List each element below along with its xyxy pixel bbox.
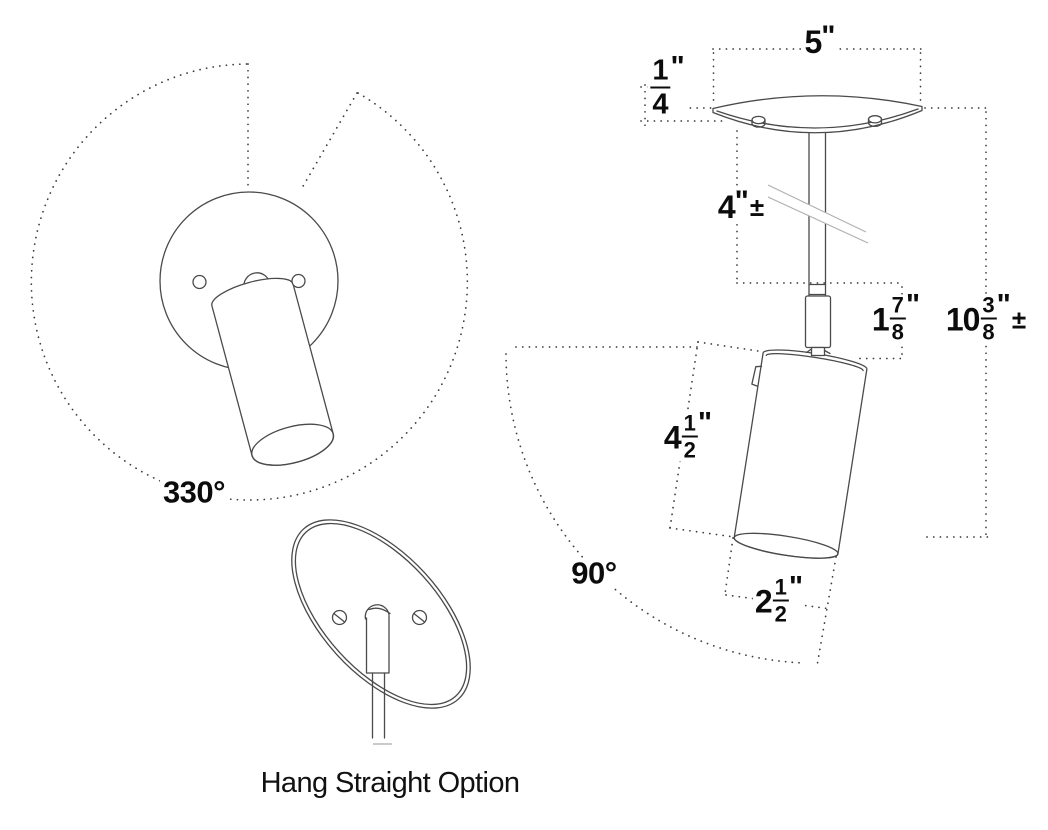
- dim-head-diameter-label: 2 1 2 ": [752, 572, 806, 627]
- dim-value: 4: [663, 419, 682, 455]
- unit-mark: ": [697, 406, 713, 440]
- rotation-angle-label: 330°: [159, 476, 229, 508]
- tilt-angle-label: 90°: [568, 557, 620, 589]
- swivel-ball-seam: [368, 607, 391, 615]
- denominator: 2: [774, 601, 787, 627]
- stem-coupler: [808, 283, 827, 296]
- denominator: 2: [683, 437, 696, 463]
- head-aperture: [733, 532, 839, 559]
- dim-tick: [669, 527, 735, 538]
- rotation-arc: [30, 63, 469, 501]
- dim-value: 4: [717, 189, 736, 225]
- fraction: 1 2: [681, 410, 698, 463]
- dim-value: 2: [754, 583, 773, 619]
- dim-value: 1: [871, 301, 890, 337]
- unit-mark: ": [821, 20, 836, 53]
- dim-ext-head-left: [724, 537, 734, 595]
- dim-ext-head-right: [816, 556, 837, 667]
- screw-slot: [333, 613, 345, 623]
- mounting-screw: [751, 115, 766, 128]
- fraction: 7 8: [889, 292, 906, 345]
- swivel-sleeve: [804, 295, 832, 349]
- dim-stem-length-label: 4"±: [715, 187, 767, 225]
- dim-knuckle-height-label: 1 7 8 ": [869, 290, 923, 345]
- screw-slot: [413, 613, 425, 623]
- swivel-neck: [810, 346, 826, 357]
- set-screw: [751, 365, 763, 387]
- unit-mark: ": [996, 288, 1011, 322]
- numerator: 1: [772, 574, 789, 602]
- denominator: 4: [652, 88, 669, 121]
- unit-mark: ": [788, 570, 804, 604]
- dim-overall-height-label: 10 3 8 "±: [943, 290, 1029, 345]
- canopy-rim: [716, 108, 919, 129]
- head-cylinder: [733, 349, 868, 559]
- numerator: 1: [681, 410, 698, 438]
- mounting-screw: [192, 274, 207, 290]
- unit-mark: ": [734, 185, 749, 218]
- screw-body: [751, 119, 766, 128]
- head-cylinder-top: [211, 277, 335, 466]
- dim-tick: [697, 341, 759, 352]
- head-rim: [765, 353, 864, 372]
- dim-head-length-label: 4 1 2 ": [661, 408, 715, 463]
- swivel-ball: [364, 604, 390, 620]
- dim-value: 5: [804, 24, 822, 60]
- unit-mark: ": [905, 288, 921, 322]
- screw-head: [867, 115, 883, 124]
- hang-straight-caption: Hang Straight Option: [258, 766, 522, 799]
- denominator: 8: [891, 319, 904, 345]
- fraction: 1 4: [650, 54, 671, 121]
- side-view: [712, 95, 923, 559]
- break-symbol: [767, 184, 869, 244]
- fraction: 3 8: [980, 292, 997, 345]
- dim-canopy-thickness-label: 1 4 ": [647, 52, 687, 121]
- canopy-plate-tilted: [291, 519, 471, 709]
- mounting-screw: [291, 273, 306, 289]
- hang-straight-view: [291, 519, 471, 745]
- screw-head: [751, 115, 766, 125]
- screw-body: [867, 118, 883, 128]
- fraction: 1 2: [772, 574, 789, 627]
- numerator: 1: [650, 54, 671, 89]
- unit-mark: ": [670, 50, 685, 84]
- canopy-rim-tilted: [294, 522, 468, 706]
- dim-value: 10: [945, 301, 981, 337]
- rotation-radial-angled: [301, 92, 358, 189]
- swivel-socket: [365, 614, 390, 674]
- numerator: 3: [980, 292, 997, 320]
- top-view: [30, 63, 469, 501]
- numerator: 7: [889, 292, 906, 320]
- tolerance-mark: ±: [1011, 304, 1027, 334]
- mounting-screw: [867, 115, 883, 128]
- stem-straight: [371, 672, 386, 739]
- dim-canopy-diameter-label: 5": [802, 22, 838, 60]
- head-aperture: [251, 423, 335, 466]
- neck-flare: [805, 348, 831, 355]
- break-mask: [768, 185, 868, 243]
- canopy-plate: [712, 95, 923, 134]
- denominator: 8: [982, 319, 995, 345]
- tolerance-mark: ±: [749, 192, 765, 222]
